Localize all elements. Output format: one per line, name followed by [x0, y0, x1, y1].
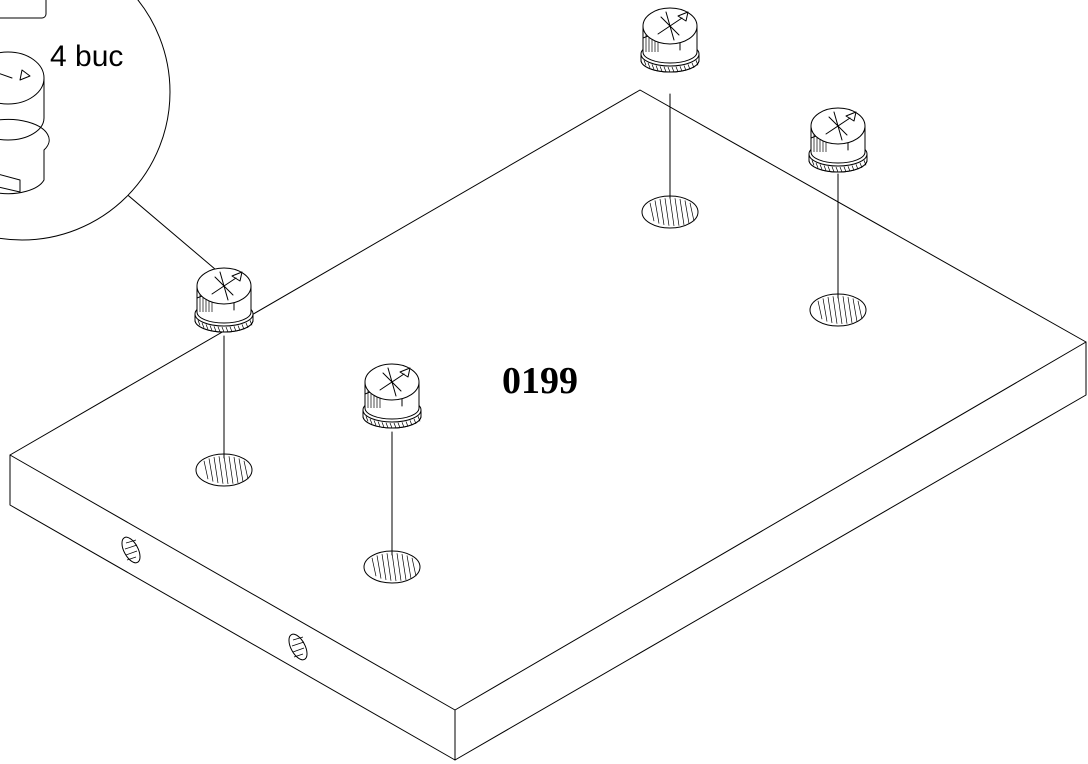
callout-circle: 4 buc	[0, 0, 171, 241]
side-hole-icon	[288, 633, 308, 661]
cam-lock-fitting-icon	[640, 7, 700, 73]
drilled-hole-icon	[363, 550, 421, 584]
board-right-edge	[454, 341, 1087, 761]
board-panel	[9, 89, 1087, 761]
cam-lock-fitting-icon	[808, 107, 868, 173]
drilled-hole-icon	[641, 195, 699, 229]
drilled-hole-icon	[195, 453, 253, 487]
cam-lock-fitting-icon	[362, 363, 422, 429]
quantity-label: 4 buc	[50, 40, 123, 73]
cam-lock-fitting-icon	[194, 267, 254, 333]
guide-lines	[223, 93, 839, 556]
cam-lock-fitting-icon	[0, 0, 50, 195]
side-hole-icon	[121, 536, 141, 564]
board-front-edge	[9, 454, 456, 761]
part-number-label: 0199	[502, 360, 578, 402]
drilled-hole-icon	[809, 293, 867, 327]
callout-leader	[109, 179, 223, 276]
